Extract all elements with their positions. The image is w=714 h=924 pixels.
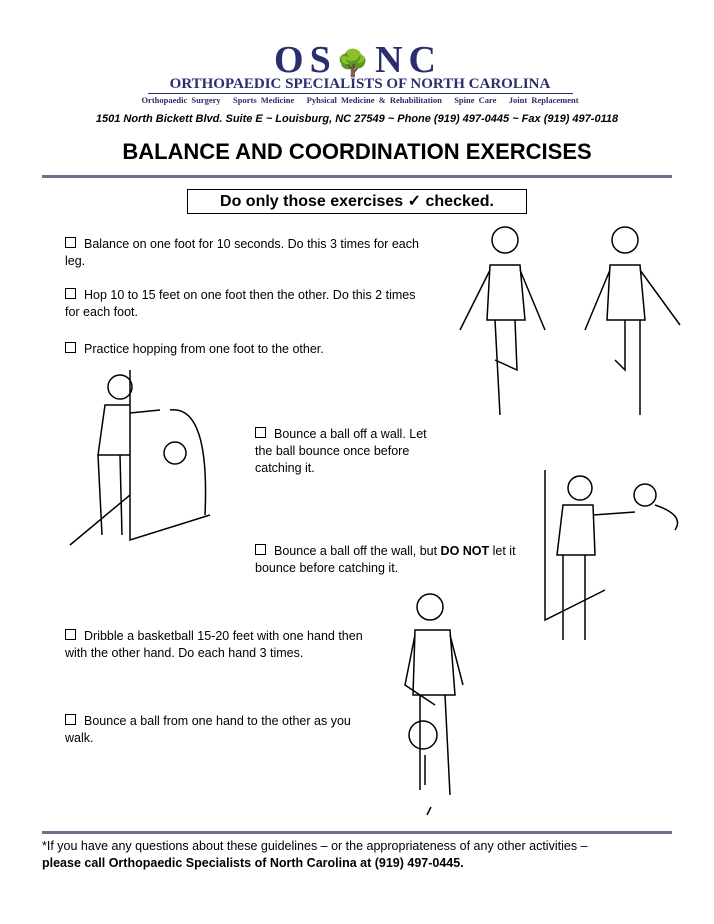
checkbox[interactable] [65,288,76,299]
service: Spine Care [454,95,497,105]
footer-text: *If you have any questions about these g… [42,839,588,853]
services-list: Orthopaedic Surgery Sports Medicine Pyhs… [140,95,580,105]
notice-box: Do only those exercises ✓ checked. [187,189,527,214]
exercise-item: Bounce a ball off the wall, but DO NOT l… [255,543,525,577]
address-line: 1501 North Bickett Blvd. Suite E ~ Louis… [95,113,619,125]
exercise-text: Dribble a basketball 15-20 feet with one… [65,629,363,660]
exercise-emphasis: DO NOT [440,544,490,558]
logo-divider [148,93,573,94]
balance-one-foot-illustration [459,226,681,416]
checkbox[interactable] [65,342,76,353]
checkbox[interactable] [65,237,76,248]
checkbox[interactable] [255,544,266,555]
exercise-text: Practice hopping from one foot to the ot… [84,342,324,356]
exercise-text: let it bounce before catching it. [255,544,516,575]
footer-note: *If you have any questions about these g… [42,838,682,872]
checkbox[interactable] [65,629,76,640]
exercise-item: Balance on one foot for 10 seconds. Do t… [65,236,435,270]
service: Sports Medicine [233,95,295,105]
service: Pyhsical Medicine & Rehabilitation [306,95,442,105]
exercise-item: Hop 10 to 15 feet on one foot then the o… [65,287,425,321]
wall-bounce-illustration [69,370,211,546]
wall-catch-illustration [544,470,679,640]
exercise-item: Dribble a basketball 15-20 feet with one… [65,628,375,662]
exercise-text: Hop 10 to 15 feet on one foot then the o… [65,288,416,319]
osnc-logo: OS🌳NC [274,39,442,81]
exercise-text: Bounce a ball off the wall, but [274,544,441,558]
checkbox[interactable] [65,714,76,725]
footer-divider [42,831,672,834]
exercise-text: Bounce a ball from one hand to the other… [65,714,351,745]
checkbox[interactable] [255,427,266,438]
service: Joint Replacement [508,95,579,105]
exercise-item: Bounce a ball from one hand to the other… [65,713,355,747]
organization-name: ORTHOPAEDIC SPECIALISTS OF NORTH CAROLIN… [169,76,551,92]
service: Orthopaedic Surgery [141,95,221,105]
title-divider [42,175,672,178]
dribble-illustration [404,593,464,816]
exercise-text: Balance on one foot for 10 seconds. Do t… [65,237,419,268]
exercise-item: Practice hopping from one foot to the ot… [65,341,435,358]
footer-contact: please call Orthopaedic Specialists of N… [42,856,464,870]
exercise-item: Bounce a ball off a wall. Let the ball b… [255,426,435,477]
page-title: BALANCE AND COORDINATION EXERCISES [122,139,592,164]
exercise-text: Bounce a ball off a wall. Let the ball b… [255,427,427,475]
